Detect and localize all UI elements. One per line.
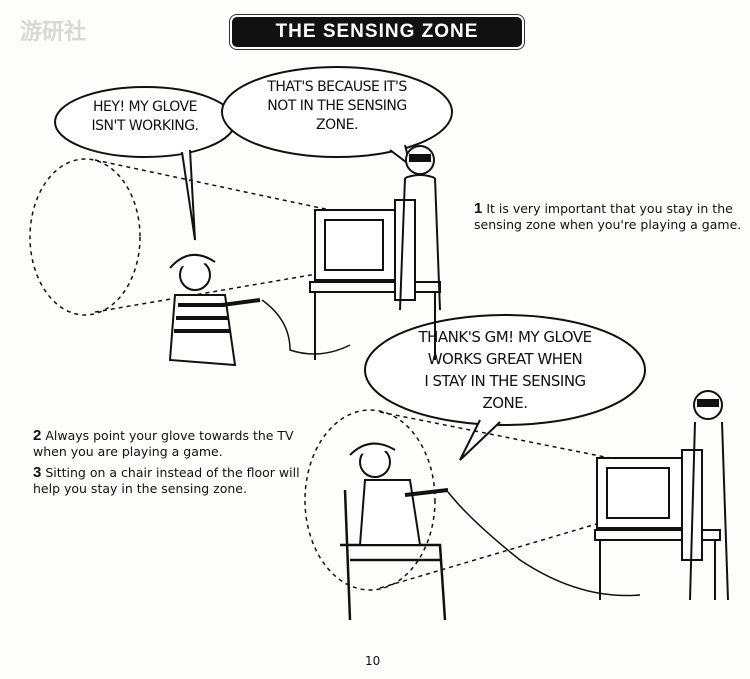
tip-number: 2 xyxy=(33,427,42,444)
bubble-line: ISN'T WORKING. xyxy=(91,118,199,134)
tip-number: 1 xyxy=(474,200,483,217)
bubble-line: I STAY IN THE SENSING xyxy=(424,372,586,390)
tip-text: It is very important that you stay in th… xyxy=(474,201,742,232)
bubble-line: THANK'S GM! MY GLOVE xyxy=(418,328,592,346)
tip-2: 2 Always point your glove towards the TV… xyxy=(33,428,298,460)
kid-on-chair-2 xyxy=(340,442,641,621)
watermark-logo: 游研社 xyxy=(20,14,86,46)
page-number: 10 xyxy=(365,654,381,668)
man-figure-1 xyxy=(399,145,441,311)
bubble-line: ZONE. xyxy=(316,117,358,133)
bubble-text-man-1: THAT'S BECAUSE IT'S NOT IN THE SENSING Z… xyxy=(237,78,437,135)
bubble-text-kid-2: THANK'S GM! MY GLOVE WORKS GREAT WHEN I … xyxy=(380,326,630,414)
bubble-line: WORKS GREAT WHEN xyxy=(427,350,583,368)
tip-3: 3 Sitting on a chair instead of the floo… xyxy=(33,465,303,497)
sensing-zone-2 xyxy=(304,409,621,591)
speech-bubble-man-1 xyxy=(221,66,453,168)
man-figure-2 xyxy=(689,390,729,601)
bubble-text-kid-1: HEY! MY GLOVE ISN'T WORKING. xyxy=(70,98,220,136)
watermark-text: 游研社 xyxy=(20,20,87,45)
tv-stand-2 xyxy=(594,449,721,600)
bubble-line: HEY! MY GLOVE xyxy=(93,99,197,115)
kid-figure-1 xyxy=(168,253,351,367)
bubble-line: NOT IN THE SENSING xyxy=(267,98,407,114)
tip-text: Always point your glove towards the TV w… xyxy=(33,428,294,459)
bubble-line: THAT'S BECAUSE IT'S xyxy=(267,79,407,95)
tip-number: 3 xyxy=(33,464,42,481)
tv-stand-1 xyxy=(309,199,441,360)
bubble-line: ZONE. xyxy=(482,394,528,412)
tip-1: 1 It is very important that you stay in … xyxy=(474,201,744,233)
tip-text: Sitting on a chair instead of the floor … xyxy=(33,465,300,496)
sensing-zone-1 xyxy=(29,158,341,316)
page-title: THE SENSING ZONE xyxy=(232,17,522,47)
